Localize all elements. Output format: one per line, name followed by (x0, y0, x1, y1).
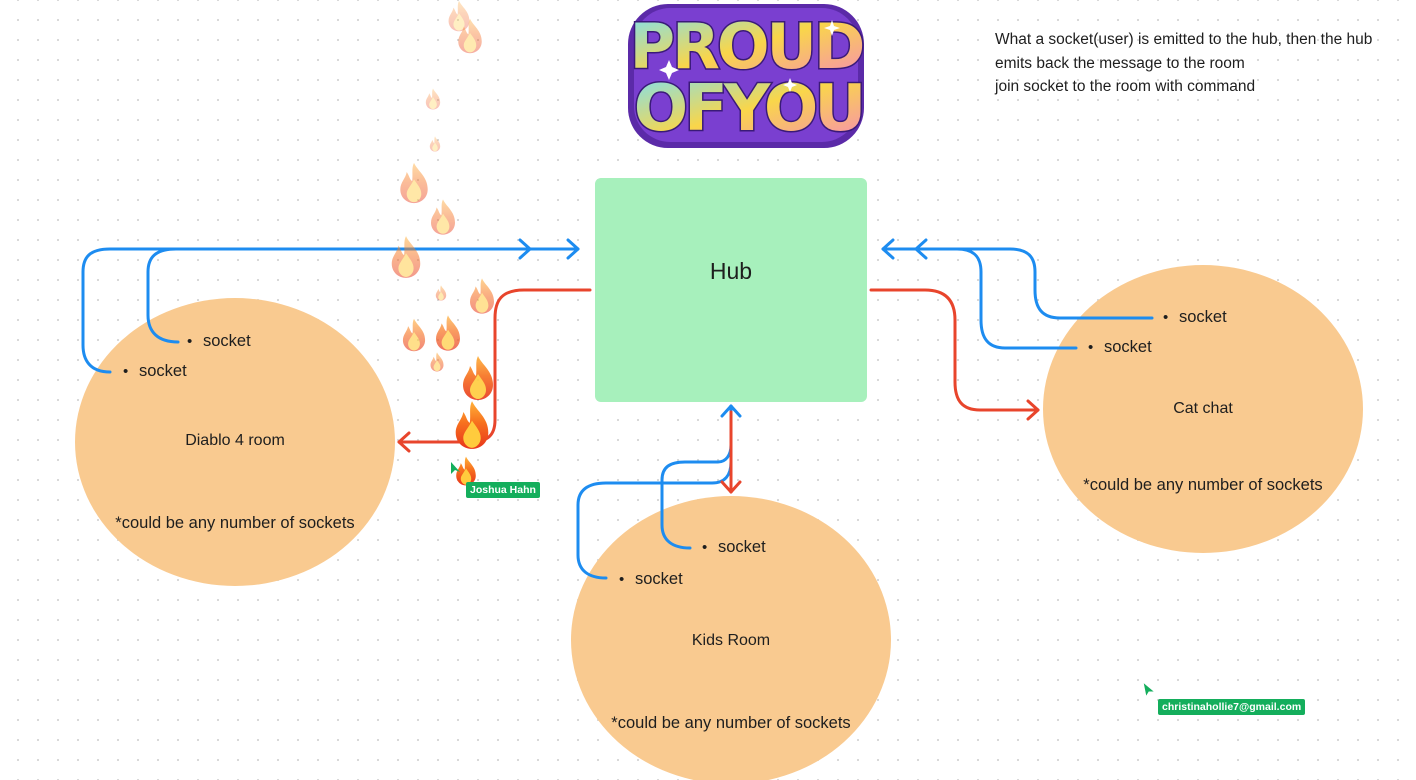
diablo-socket-1[interactable]: socket (187, 332, 251, 351)
fire-emoji-icon (436, 315, 460, 351)
sparkle-icon (824, 20, 840, 36)
fire-emoji-icon (430, 352, 444, 372)
fire-emoji-icon (435, 285, 447, 301)
fire-emoji-icon (448, 0, 470, 32)
hub-label: Hub (709, 258, 753, 284)
instruction-note[interactable]: What a socket(user) is emitted to the hu… (995, 28, 1372, 99)
fire-emoji-icon (431, 199, 455, 235)
diablo-socket-2[interactable]: socket (123, 362, 187, 381)
fire-emoji-icon (463, 356, 493, 400)
kids-room-circle[interactable] (571, 496, 891, 780)
proud-of-you-sticker[interactable]: PROUD OFYOU (628, 4, 868, 148)
fire-emoji-icon (455, 401, 489, 449)
note-line-1: What a socket(user) is emitted to the hu… (995, 31, 1373, 48)
diablo-emit-outer[interactable] (81, 247, 580, 374)
cursor-label-christina: christinahollie7@gmail.com (1158, 699, 1306, 715)
diablo-broadcast[interactable] (397, 288, 592, 444)
cat-broadcast[interactable] (869, 288, 1040, 412)
cursor-label-joshua: Joshua Hahn (466, 482, 540, 498)
sparkle-icon (783, 78, 797, 92)
note-line-3: join socket to the room with command (995, 78, 1256, 95)
diablo-emit-inner[interactable] (146, 247, 532, 344)
fire-emoji-icon (391, 236, 421, 278)
kids-room-note: *could be any number of sockets (611, 714, 851, 732)
hub-box[interactable] (595, 178, 867, 402)
fire-reaction-trail (391, 0, 494, 449)
kids-emit-outer[interactable] (576, 404, 733, 580)
kids-socket-1[interactable]: socket (702, 538, 766, 557)
sticker-line-2: OFYOU (634, 72, 863, 146)
fire-emoji-icon (429, 136, 441, 152)
cat-emit-outer[interactable] (881, 247, 1154, 320)
diablo-room-note: *could be any number of sockets (115, 514, 355, 532)
arrow-cursor-icon (1142, 680, 1157, 699)
kids-emit-inner[interactable] (660, 443, 733, 550)
fire-emoji-icon (402, 318, 426, 352)
fire-emoji-icon (470, 278, 494, 314)
kids-socket-2[interactable]: socket (619, 570, 683, 589)
cat-socket-1[interactable]: socket (1163, 308, 1227, 327)
kids-room-label: Kids Room (691, 632, 771, 649)
cursor-arrow-icon (451, 462, 460, 474)
cat-socket-2[interactable]: socket (1088, 338, 1152, 357)
emit-connectors (81, 238, 1154, 580)
note-line-2: emits back the message to the room (995, 54, 1245, 72)
cat-chat-circle[interactable] (1043, 265, 1363, 553)
cat-emit-inner[interactable] (914, 247, 1078, 350)
cat-chat-label: Cat chat (1173, 400, 1233, 417)
fire-emoji-icon (400, 162, 428, 204)
sparkle-icon (659, 60, 679, 80)
fire-emoji-icon (425, 88, 441, 110)
cat-chat-note: *could be any number of sockets (1083, 476, 1323, 494)
diablo-room-label: Diablo 4 room (185, 432, 285, 449)
